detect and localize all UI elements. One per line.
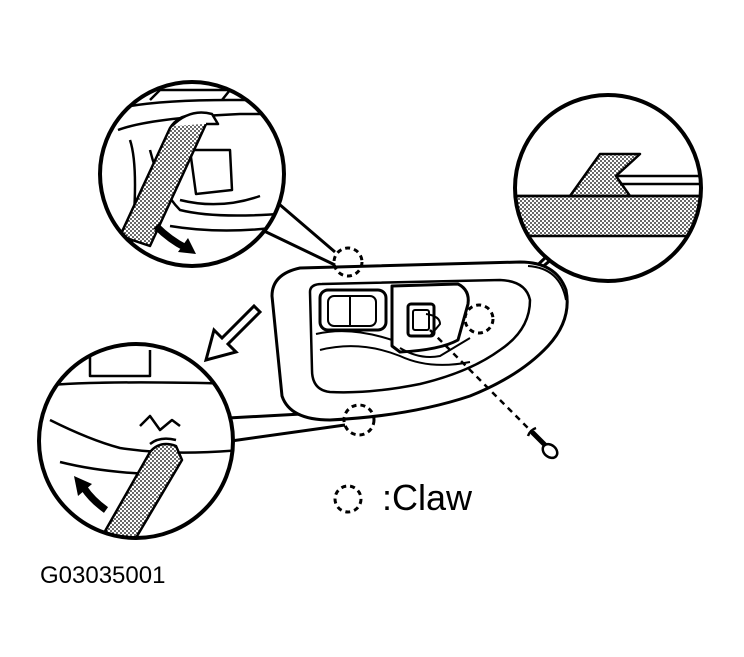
inner-door-handle bbox=[270, 260, 569, 422]
screw bbox=[429, 329, 559, 460]
removal-direction-arrow bbox=[203, 303, 263, 363]
callout-right bbox=[513, 93, 703, 283]
legend-claw-symbol-icon bbox=[333, 484, 363, 514]
callout-top-left bbox=[98, 80, 286, 268]
legend-claw-label: :Claw bbox=[382, 477, 473, 518]
claw-markers bbox=[332, 246, 495, 437]
figure-code: G03035001 bbox=[40, 562, 166, 589]
callout-bottom-left bbox=[37, 342, 235, 540]
